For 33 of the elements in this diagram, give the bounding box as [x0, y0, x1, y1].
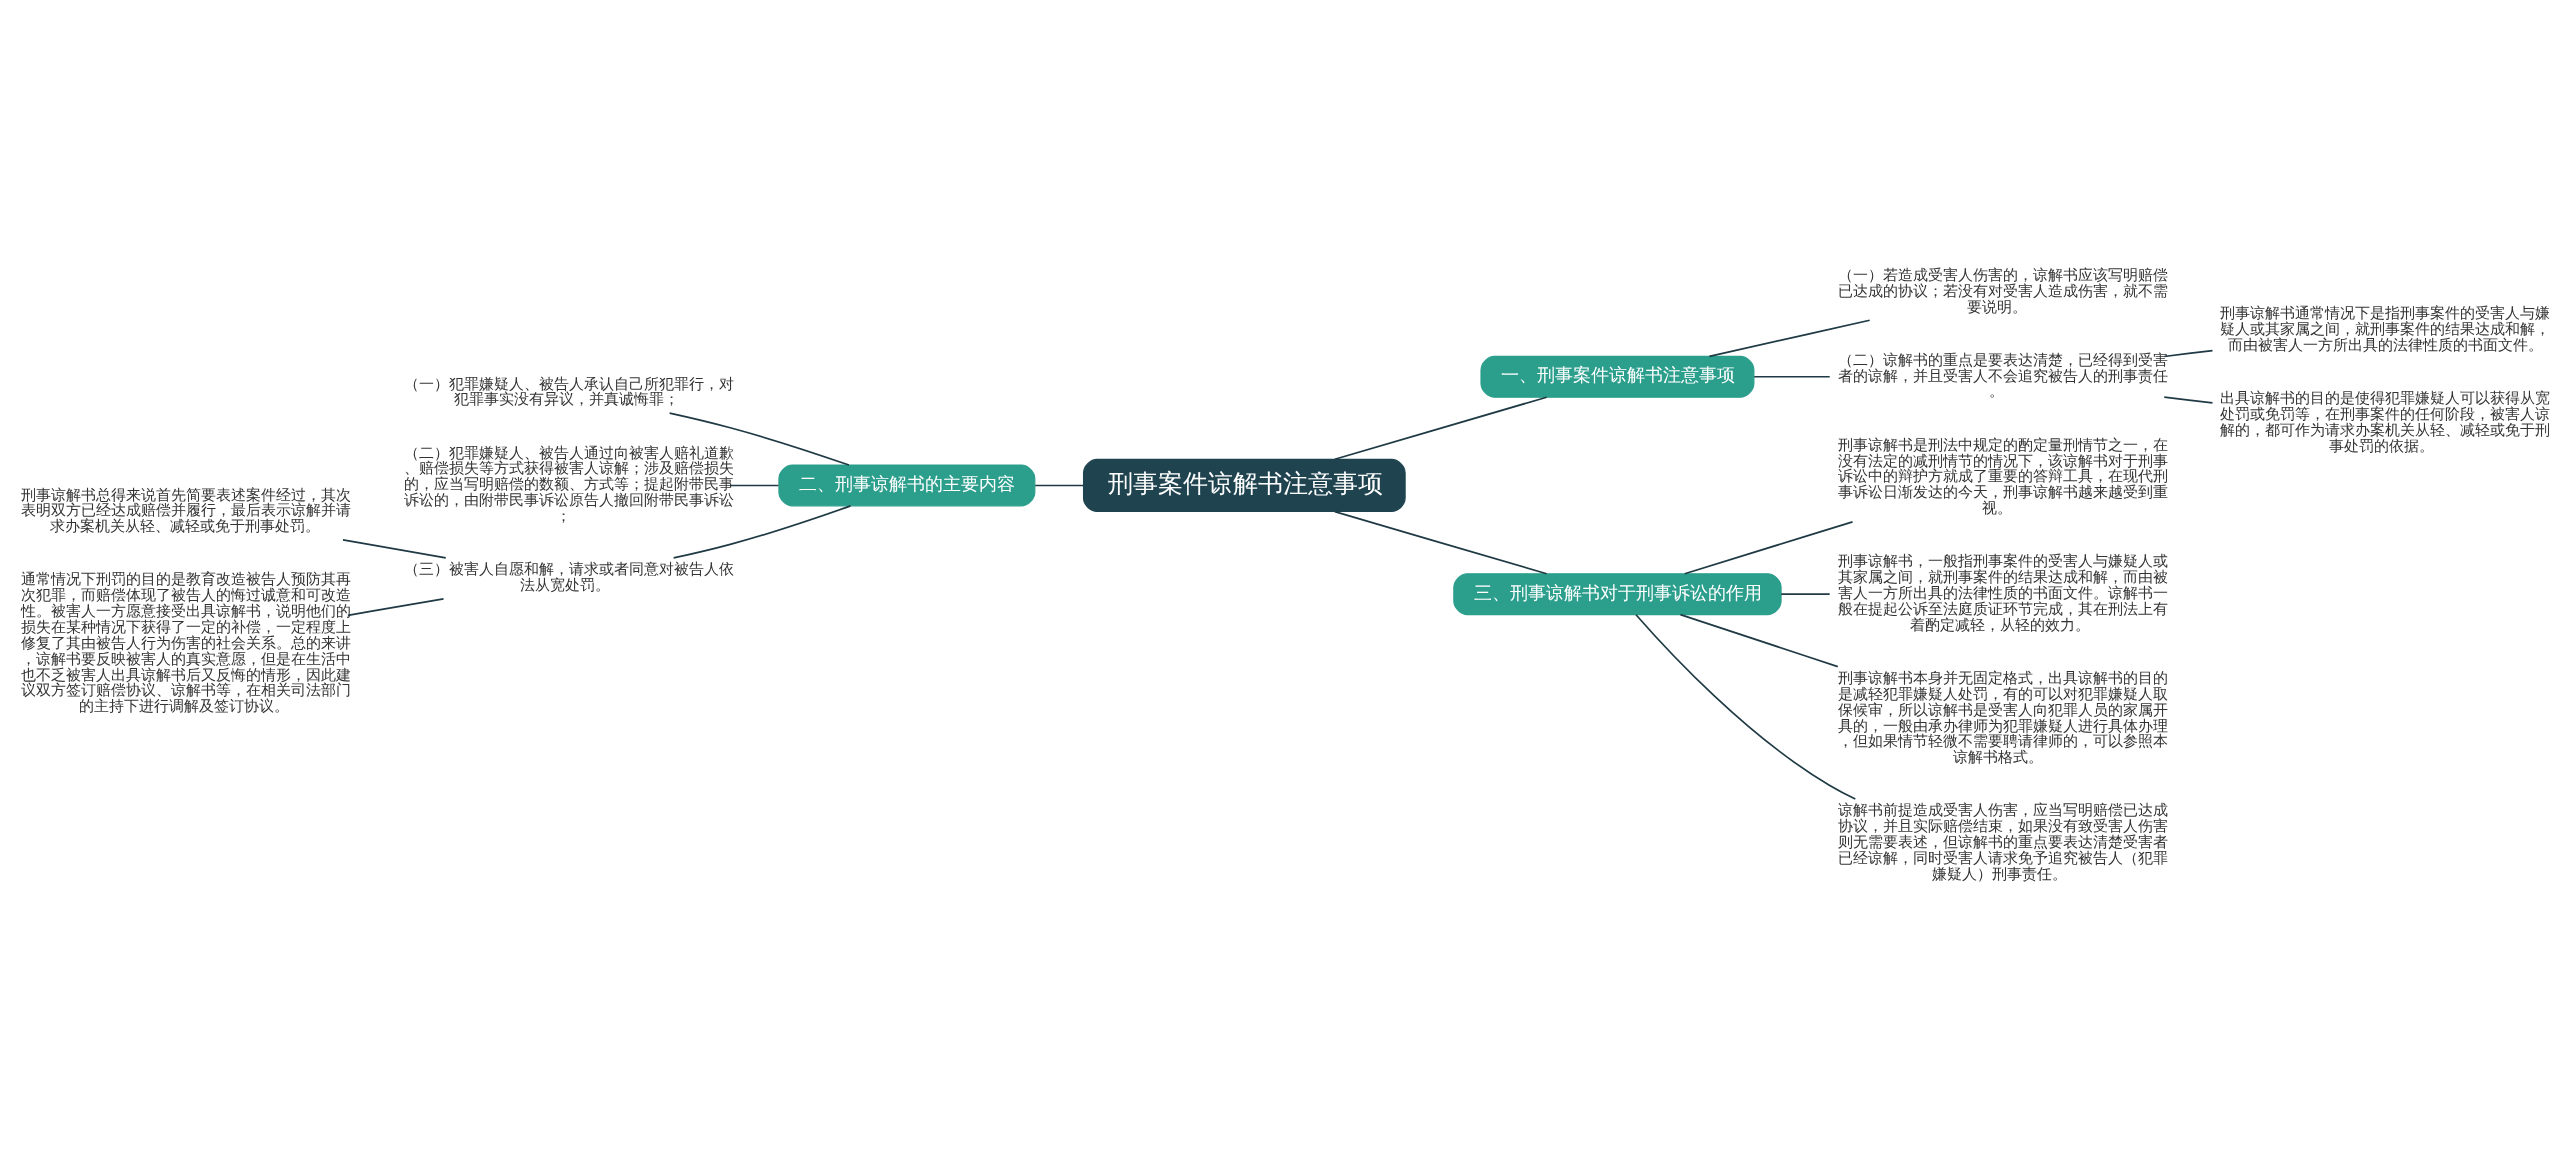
node-box: 二、刑事谅解书的主要内容	[778, 464, 1036, 506]
connector	[347, 597, 445, 616]
connector	[1333, 510, 1548, 575]
connector	[1635, 613, 1857, 800]
connector	[668, 411, 850, 466]
node-text: 刑事谅解书本身并无固定格式，出具谅解书的目的是减轻犯罪嫌疑人处罚，有的可以对犯罪嫌疑人取保候审，所以谅解书是受害人向犯罪人员的家属开具的，一般由承办律师为犯罪嫌疑人进行具体办理，但如果情节轻微不需要聘请律师的，可以参照本谅解书格式。	[1837, 668, 2168, 765]
node-box: 三、刑事谅解书对于刑事诉讼的作用	[1453, 572, 1782, 615]
connector	[1780, 592, 1831, 595]
connector	[342, 538, 447, 559]
node-text: 刑事谅解书总得来说首先简要表述案件经过，其次表明双方已经达成赔偿并履行，最后表示谅解并请求办案机关从轻、减轻或免于刑事处罚。	[21, 485, 352, 534]
node-text: （三）被害人自愿和解，请求或者同意对被告人依法从宽处罚。	[404, 559, 735, 593]
connector	[2163, 395, 2214, 404]
node-text: 谅解书前提造成受害人伤害，应当写明赔偿已达成协议，并且实际赔偿结束，如果没有致受害人伤害则无需要表述，但谅解书的重点要表达清楚受害者已经谅解，同时受害人请求免予追究被告人（犯罪嫌疑人）刑事责任。	[1837, 800, 2168, 882]
connector	[1753, 375, 1831, 378]
connector	[2163, 349, 2214, 357]
node-text: 出具谅解书的目的是使得犯罪嫌疑人可以获得从宽处罚或免罚等，在刑事案件的任何阶段，被害人谅解的，都可作为请求办案机关从轻、减轻或免于刑事处罚的依据。	[2220, 388, 2551, 454]
connector	[1708, 318, 1871, 357]
node-text: （一）犯罪嫌疑人、被告人承认自己所犯罪行，对犯罪事实没有异议，并真诚悔罪；	[404, 374, 735, 407]
connector	[1034, 484, 1085, 486]
connector	[1333, 395, 1548, 460]
node-text: （二）犯罪嫌疑人、被告人通过向被害人赔礼道歉、赔偿损失等方式获得被害人谅解；涉及赔偿损失的，应当写明赔偿的数额、方式等；提起附带民事诉讼的，由附带民事诉讼原告人撤回附带民事诉讼；	[404, 443, 735, 524]
node-text: 通常情况下刑罚的目的是教育改造被告人预防其再次犯罪，而赔偿体现了被告人的悔过诚意和可改造性。被害人一方愿意接受出具谅解书，说明他们的损失在某种情况下获得了一定的补偿，一定程度上修复了其由被告人行为伤害的社会关系。总的来讲，谅解书要反映被害人的真实意愿，但是在生活中也不乏被害人出具谅解书后又反悔的情形，因此建议双方签订赔偿协议、谅解书等，在相关司法部门的主持下进行调解及签订协议。	[21, 569, 352, 714]
node-text: （一）若造成受害人伤害的，谅解书应该写明赔偿已达成的协议；若没有对受害人造成伤害，就不需要说明。	[1837, 265, 2168, 315]
node-text: （二）谅解书的重点是要表达清楚，已经得到受害者的谅解，并且受害人不会追究被告人的刑事责任。	[1837, 350, 2168, 399]
node-text: 刑事谅解书通常情况下是指刑事案件的受害人与嫌疑人或其家属之间，就刑事案件的结果达成和解，而由被害人一方所出具的法律性质的书面文件。	[2220, 303, 2551, 353]
node-box: 一、刑事案件谅解书注意事项	[1480, 355, 1755, 398]
node-text: 刑事谅解书是刑法中规定的酌定量刑情节之一，在没有法定的减刑情节的情况下，该谅解书对于刑事诉讼中的辩护方就成了重要的答辩工具，在现代刑事诉讼日渐发达的今天，刑事谅解书越来越受到重视。	[1837, 435, 2168, 516]
connector	[729, 484, 780, 486]
node-text: 刑事谅解书，一般指刑事案件的受害人与嫌疑人或其家属之间，就刑事案件的结果达成和解，而由被害人一方所出具的法律性质的书面文件。谅解书一般在提起公诉至法庭质证环节完成，其在刑法上有着酌定减轻，从轻的效力。	[1837, 551, 2168, 633]
node-box: 刑事案件谅解书注意事项	[1082, 458, 1406, 512]
connector	[1683, 520, 1854, 575]
connector	[1679, 613, 1839, 667]
connector	[672, 504, 852, 559]
